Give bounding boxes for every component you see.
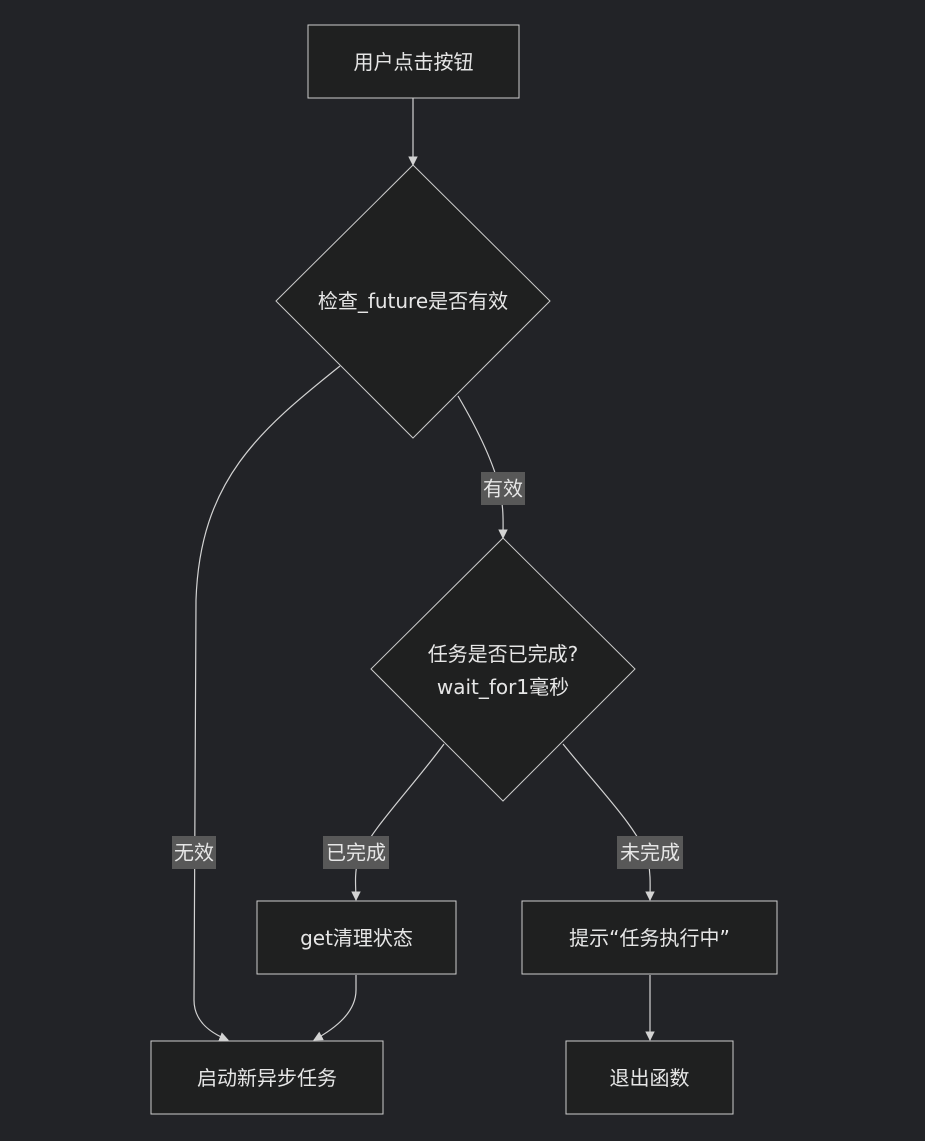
node-check-future: 检查_future是否有效 (275, 164, 551, 439)
node-hint-running: 提示“任务执行中” (521, 900, 778, 975)
edge-label-valid-text: 有效 (483, 477, 523, 501)
node-start: 用户点击按钮 (307, 24, 520, 99)
edge-label-completed-text: 已完成 (326, 841, 386, 865)
edge-label-valid: 有效 (481, 472, 525, 505)
edge-task-done-to-get-clear (351, 743, 445, 901)
node-get-clear-label: get清理状态 (300, 926, 413, 950)
edge-get-clear-to-start-new (313, 975, 357, 1041)
node-get-clear: get清理状态 (256, 900, 457, 975)
node-task-done-label-line1: 任务是否已完成? (428, 642, 579, 666)
node-hint-running-label: 提示“任务执行中” (569, 926, 730, 950)
node-exit-func: 退出函数 (565, 1040, 734, 1115)
node-start-new-task: 启动新异步任务 (150, 1040, 384, 1115)
node-task-done: 任务是否已完成? wait_for1毫秒 (370, 537, 636, 802)
node-task-done-label-line2: wait_for1毫秒 (437, 675, 569, 699)
node-exit-func-label: 退出函数 (610, 1066, 690, 1090)
edge-label-invalid-text: 无效 (174, 841, 214, 865)
edge-label-invalid: 无效 (172, 836, 216, 869)
node-start-label: 用户点击按钮 (354, 50, 474, 74)
edge-task-done-to-hint (562, 743, 655, 901)
edge-label-not-completed-text: 未完成 (620, 841, 680, 865)
edge-check-to-task-done (457, 395, 508, 539)
node-check-future-label: 检查_future是否有效 (318, 289, 508, 313)
edge-label-not-completed: 未完成 (617, 836, 683, 869)
edge-label-completed: 已完成 (323, 836, 389, 869)
edge-check-to-start-new (193, 365, 341, 1042)
node-start-new-task-label: 启动新异步任务 (197, 1066, 337, 1090)
